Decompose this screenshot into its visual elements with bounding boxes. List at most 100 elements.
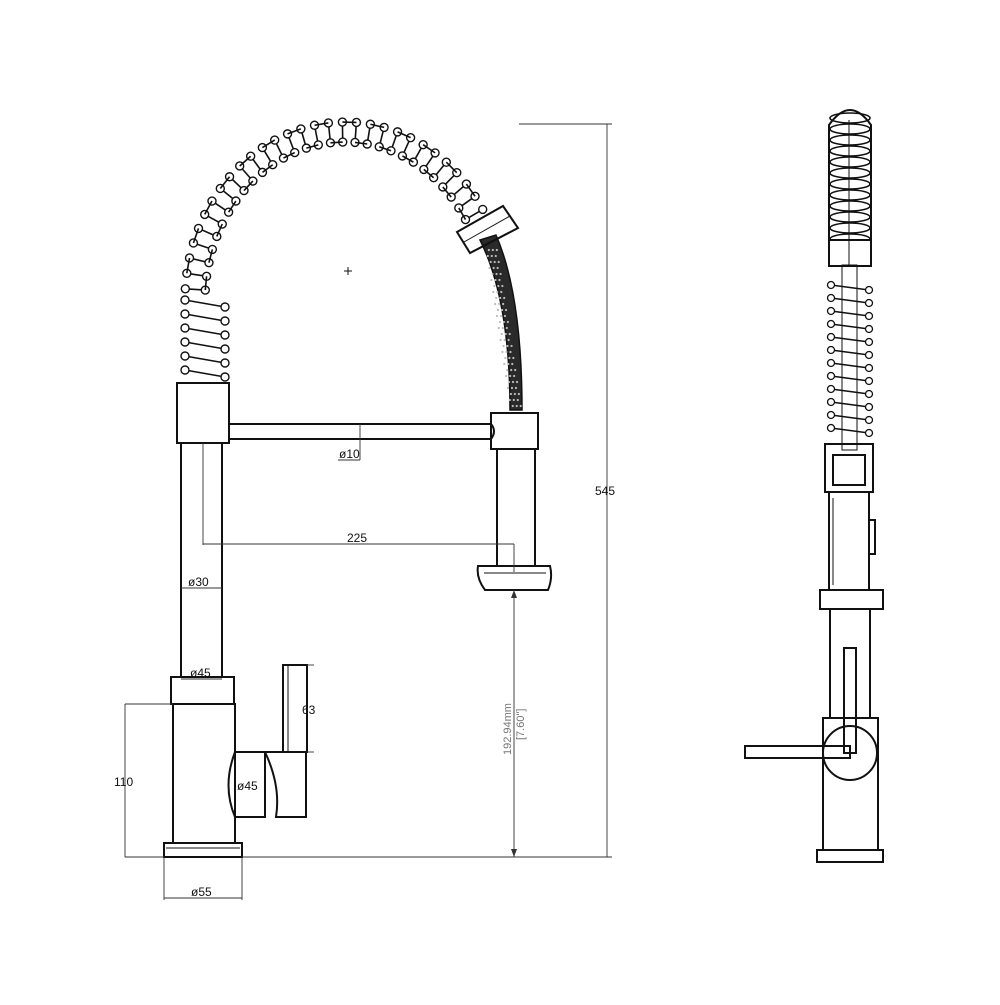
coil-loop xyxy=(181,310,189,318)
braid-dot xyxy=(493,285,495,287)
coil-segment xyxy=(831,402,869,407)
coil-loop xyxy=(866,339,873,346)
braid-dot xyxy=(500,315,502,317)
braid-dot xyxy=(511,387,513,389)
braid-dot xyxy=(515,387,517,389)
braid-dot xyxy=(505,375,507,377)
coil-loop xyxy=(830,124,870,134)
braid-dot xyxy=(502,303,504,305)
braid-dot xyxy=(504,339,506,341)
coil-segment xyxy=(831,324,869,329)
braid-dot xyxy=(516,381,518,383)
braid-dot xyxy=(489,267,491,269)
braid-dot xyxy=(491,255,493,257)
coil-loop xyxy=(866,391,873,398)
side-elevation xyxy=(745,110,883,862)
braid-dot xyxy=(496,249,498,251)
braid-dot xyxy=(512,357,514,359)
braid-dot xyxy=(517,399,519,401)
clearance-mm-label: 192.94mm xyxy=(502,703,514,755)
front-elevation: 545 225 ø10 ø30 ø45 63 110 ø45 ø55 192.9… xyxy=(114,118,615,900)
coil-loop xyxy=(828,308,835,315)
side-lever xyxy=(745,648,856,758)
coil-loop xyxy=(866,378,873,385)
side-spring-collar xyxy=(829,240,871,266)
braid-dot xyxy=(492,249,494,251)
coil-loop xyxy=(828,334,835,341)
braid-dot xyxy=(502,345,504,347)
body-height-label: 110 xyxy=(114,775,133,789)
braid-dot xyxy=(505,309,507,311)
braid-dot xyxy=(494,279,496,281)
braid-dot xyxy=(512,381,514,383)
coil-segment xyxy=(831,298,869,303)
side-spring-coil xyxy=(829,110,871,266)
braid-dot xyxy=(508,339,510,341)
braid-dot xyxy=(499,273,501,275)
braid-dot xyxy=(499,297,501,299)
braid-dot xyxy=(514,393,516,395)
spray-holder-block xyxy=(491,413,538,449)
braid-dot xyxy=(520,405,522,407)
coil-loop xyxy=(828,321,835,328)
braid-dot xyxy=(490,261,492,263)
braid-dot xyxy=(501,309,503,311)
coil-loop xyxy=(866,352,873,359)
coil-loop xyxy=(866,287,873,294)
braid-dot xyxy=(503,363,505,365)
coil-loop xyxy=(828,360,835,367)
braid-dot xyxy=(495,273,497,275)
spring-coil xyxy=(181,118,487,381)
braid-dot xyxy=(509,333,511,335)
coil-loop xyxy=(479,205,487,213)
base-diameter-label: ø55 xyxy=(191,885,212,899)
coil-segment xyxy=(240,156,251,166)
braid-dot xyxy=(509,399,511,401)
spray-wand-body xyxy=(497,449,535,566)
coil-loop xyxy=(181,366,189,374)
braid-dot xyxy=(500,339,502,341)
braid-dot xyxy=(497,267,499,269)
braid-dot xyxy=(514,369,516,371)
braid-dot xyxy=(502,327,504,329)
coil-loop xyxy=(830,135,870,145)
braid-dot xyxy=(495,255,497,257)
reach-label: 225 xyxy=(347,531,367,545)
braid-dot xyxy=(504,357,506,359)
overall-height-label: 545 xyxy=(595,484,615,498)
coil-loop xyxy=(181,296,189,304)
side-spring-lower xyxy=(828,282,873,437)
braid-dot xyxy=(497,285,499,287)
side-inner-tube xyxy=(842,265,857,450)
coil-segment xyxy=(831,376,869,381)
coil-loop xyxy=(866,404,873,411)
column-collar xyxy=(171,677,234,704)
side-body xyxy=(823,718,878,850)
coil-loop xyxy=(830,146,870,156)
side-holder-clamp xyxy=(825,444,873,492)
hose-diameter-label: ø10 xyxy=(339,447,360,461)
coil-loop xyxy=(828,295,835,302)
lever-length-label: 63 xyxy=(302,703,316,717)
braid-dot xyxy=(507,363,509,365)
coil-segment xyxy=(831,311,869,316)
braid-dot xyxy=(496,315,498,317)
center-mark xyxy=(344,267,352,275)
coil-segment xyxy=(831,363,869,368)
side-column xyxy=(830,609,870,718)
braid-dot xyxy=(503,321,505,323)
braid-dot xyxy=(510,345,512,347)
braid-dot xyxy=(498,327,500,329)
braid-dot xyxy=(507,387,509,389)
braid-dot xyxy=(508,357,510,359)
coil-loop xyxy=(181,338,189,346)
coil-loop xyxy=(221,345,229,353)
coil-segment xyxy=(831,285,869,290)
braided-hose xyxy=(480,235,522,410)
coil-loop xyxy=(830,212,870,222)
coil-segment xyxy=(185,370,225,377)
coil-segment xyxy=(220,177,229,189)
braid-dot xyxy=(501,333,503,335)
braid-dot xyxy=(496,291,498,293)
